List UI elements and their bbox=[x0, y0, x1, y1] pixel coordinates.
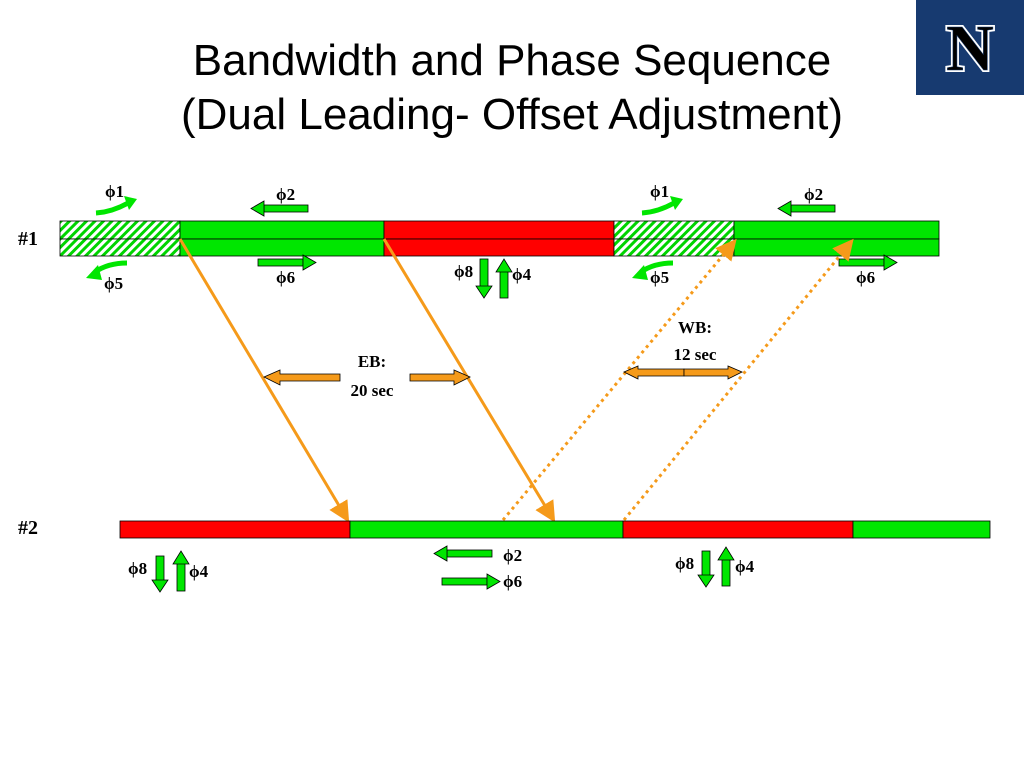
eb-value: 20 sec bbox=[351, 381, 394, 400]
title-line-1: Bandwidth and Phase Sequence bbox=[192, 36, 832, 85]
phi8-label-row2-left: ϕ8 bbox=[128, 559, 147, 578]
title-line-2: (Dual Leading- Offset Adjustment) bbox=[181, 90, 843, 139]
row1-lower-red-segment bbox=[383, 238, 615, 257]
phi6-right-arrow-icon bbox=[257, 254, 317, 271]
row1-upper-hatched-segment-2 bbox=[613, 220, 735, 240]
phi4-up-arrow-icon-row2-right bbox=[717, 546, 735, 587]
phi8-down-arrow-icon-row2-right bbox=[697, 550, 715, 588]
row1-lower-green-segment-1 bbox=[179, 238, 385, 257]
phi4-up-arrow-icon-row2-left bbox=[172, 550, 190, 592]
phi6-label-left: ϕ6 bbox=[276, 268, 295, 287]
phi1-curved-arrow-icon bbox=[95, 196, 137, 216]
row2-green-segment-1 bbox=[349, 520, 624, 539]
phi2-label-left: ϕ2 bbox=[276, 185, 295, 204]
phi6-label-row2: ϕ6 bbox=[503, 572, 522, 591]
row2-red-segment-1 bbox=[119, 520, 351, 539]
row2-green-segment-2 bbox=[852, 520, 991, 539]
eb-travel-line-1 bbox=[178, 238, 350, 523]
phi8-label-row2-right: ϕ8 bbox=[675, 554, 694, 573]
phi2-label-row2: ϕ2 bbox=[503, 546, 522, 565]
phi1-label-right: ϕ1 bbox=[650, 182, 669, 201]
wb-label: WB: bbox=[678, 318, 712, 337]
eb-bandwidth-arrow-icon bbox=[263, 369, 471, 386]
phi5-label-left: ϕ5 bbox=[104, 274, 123, 293]
row1-upper-red-segment bbox=[383, 220, 615, 240]
phi8-label-row1: ϕ8 bbox=[454, 262, 473, 281]
slide-title: Bandwidth and Phase Sequence (Dual Leadi… bbox=[60, 34, 964, 142]
row1-upper-hatched-segment-1 bbox=[59, 220, 181, 240]
wb-value: 12 sec bbox=[674, 345, 717, 364]
phi6-label-right: ϕ6 bbox=[856, 268, 875, 287]
phi8-down-arrow-icon-row2-left bbox=[151, 555, 169, 593]
phi2-label-right: ϕ2 bbox=[804, 185, 823, 204]
logo-letter: N bbox=[946, 12, 994, 85]
university-logo: N N bbox=[916, 0, 1024, 95]
row1-label: #1 bbox=[18, 228, 38, 250]
phi4-label-row1: ϕ4 bbox=[512, 265, 532, 284]
wb-travel-line-1 bbox=[501, 238, 737, 521]
phi5-label-right: ϕ5 bbox=[650, 268, 669, 287]
phi2-left-arrow-icon bbox=[250, 200, 309, 217]
phi2-left-arrow-icon-row2 bbox=[433, 545, 493, 562]
phi5-curved-arrow-icon-2 bbox=[632, 260, 674, 280]
logo-letter-fill: N bbox=[946, 12, 994, 85]
row1-lower-hatched-segment-2 bbox=[613, 238, 735, 257]
phi1-curved-arrow-icon-2 bbox=[641, 196, 683, 216]
phi6-right-arrow-icon-row2 bbox=[441, 573, 501, 590]
phi4-up-arrow-icon bbox=[495, 258, 513, 299]
n-logo-mark: N N bbox=[944, 10, 996, 87]
row2-red-segment-2 bbox=[622, 520, 854, 539]
phi4-label-row2-right: ϕ4 bbox=[735, 557, 755, 576]
phi8-down-arrow-icon bbox=[475, 258, 493, 299]
phi6-right-arrow-icon-2 bbox=[838, 254, 898, 271]
phi4-label-row2-left: ϕ4 bbox=[189, 562, 209, 581]
wb-bandwidth-arrow-icon bbox=[623, 365, 743, 380]
phi5-curved-arrow-icon bbox=[86, 260, 128, 280]
eb-label: EB: bbox=[358, 352, 386, 371]
row1-lower-hatched-segment-1 bbox=[59, 238, 181, 257]
phi2-left-arrow-icon-2 bbox=[777, 200, 836, 217]
row1-upper-green-segment-1 bbox=[179, 220, 385, 240]
row1-lower-green-segment-2 bbox=[733, 238, 940, 257]
phi1-label-left: ϕ1 bbox=[105, 182, 124, 201]
row2-label: #2 bbox=[18, 517, 38, 539]
row1-upper-green-segment-2 bbox=[733, 220, 940, 240]
eb-travel-line-2 bbox=[382, 238, 556, 523]
